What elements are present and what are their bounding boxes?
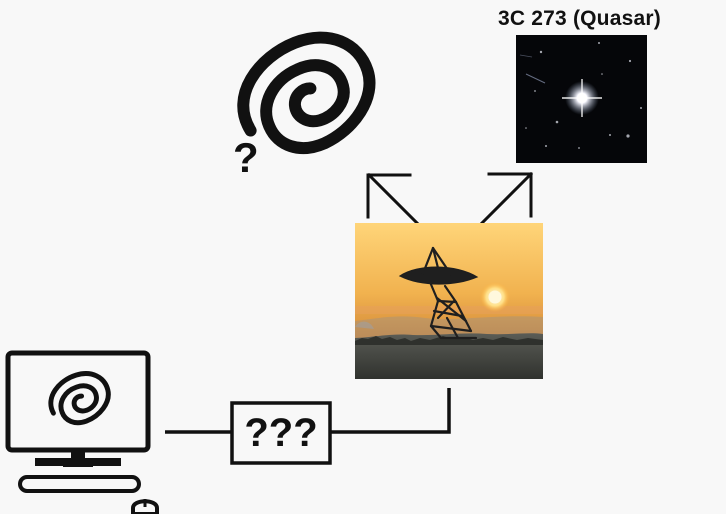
quasar-image xyxy=(516,35,647,163)
radio-telescope-icon xyxy=(398,246,479,340)
screen-galaxy-icon xyxy=(48,371,111,426)
signal-path xyxy=(165,388,451,465)
quasar-title: 3C 273 (Quasar) xyxy=(498,7,661,30)
mouse-icon xyxy=(131,499,159,514)
radio-telescope-image xyxy=(355,223,543,379)
quasar-star-icon xyxy=(562,79,602,117)
processing-box-label: ??? xyxy=(244,411,318,455)
processing-box xyxy=(230,401,332,465)
galaxy-question-mark: ? xyxy=(233,134,259,181)
desktop-computer-icon xyxy=(5,350,159,514)
spiral-galaxy-icon xyxy=(237,31,376,154)
